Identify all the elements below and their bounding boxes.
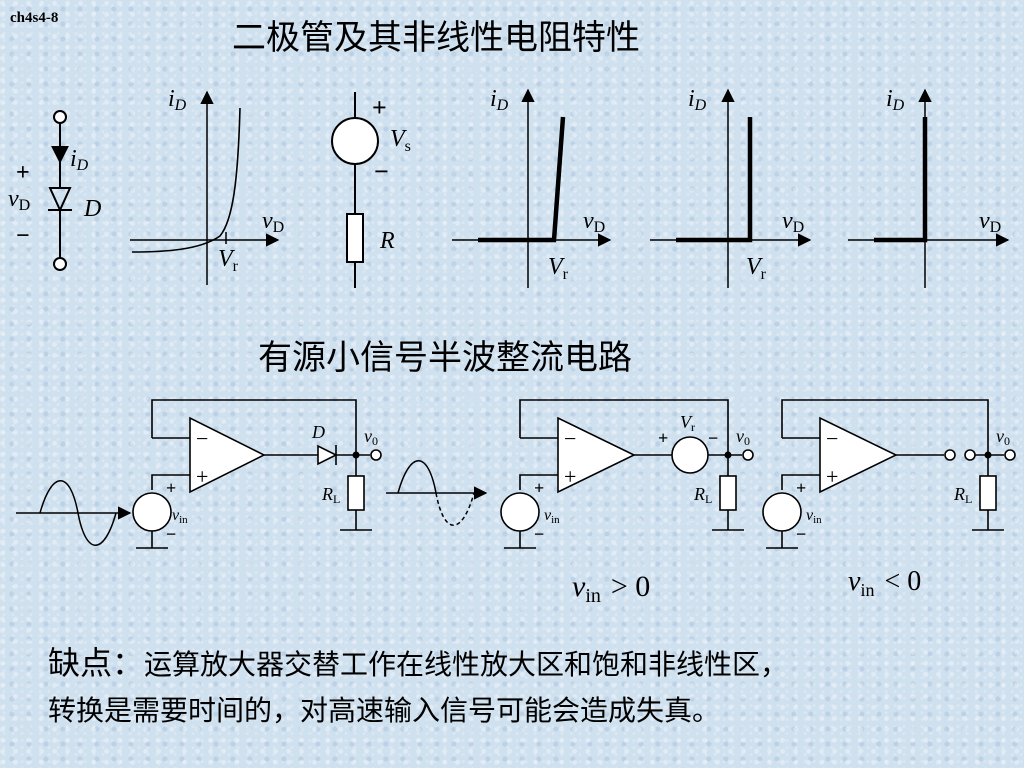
resistor-R xyxy=(346,213,364,263)
source-plus: + xyxy=(658,428,668,448)
iv-graph-offset-ideal: iD vD Vr xyxy=(650,86,812,288)
label-iD: iD xyxy=(70,146,89,174)
label-diode-D: D xyxy=(83,196,101,222)
minus-sign: − xyxy=(16,223,30,249)
opamp-plus: + xyxy=(826,464,838,489)
axis-label-iD: iD xyxy=(886,86,905,114)
opamp-minus: − xyxy=(564,426,576,451)
diode-symbol xyxy=(48,110,72,271)
label-vin: vin xyxy=(544,507,560,526)
axis-label-iD: iD xyxy=(688,86,707,114)
resistor-RL xyxy=(719,475,737,511)
opamp-plus: + xyxy=(196,464,208,489)
opamp-plus: + xyxy=(564,464,576,489)
drawback-note: 缺点：运算放大器交替工作在线性放大区和饱和非线性区， 转换是需要时间的，对高速输… xyxy=(48,640,1008,735)
source-resistor-model xyxy=(331,92,379,288)
opamp xyxy=(189,416,266,494)
resistor-RL xyxy=(979,475,997,511)
diode xyxy=(317,444,338,466)
source-minus: − xyxy=(708,428,718,448)
axis-label-vD: vD xyxy=(262,208,284,236)
label-vD: vD xyxy=(8,186,30,214)
label-Vr: Vr xyxy=(680,412,695,434)
label-RL: RL xyxy=(321,484,340,506)
label-v0: v0 xyxy=(996,426,1010,448)
terminal-bottom xyxy=(53,257,67,271)
circuit-2-vin-positive: − + Vr + − v0 RL + vin − xyxy=(500,399,754,549)
source-minus: − xyxy=(374,157,389,186)
slide-tag: ch4s4-8 xyxy=(10,10,59,26)
label-Vs: Vs xyxy=(390,126,411,155)
diode-triangle xyxy=(48,187,72,213)
condition-vin-positive: vin> 0 xyxy=(572,570,650,607)
source-plus: + xyxy=(166,478,176,498)
opamp xyxy=(819,416,898,494)
open-terminal xyxy=(944,449,956,461)
label-vin: vin xyxy=(172,507,188,526)
label-Vr: Vr xyxy=(746,254,767,283)
iv-piecewise-line xyxy=(478,116,566,243)
plus-sign: + xyxy=(16,160,30,186)
source-minus: − xyxy=(534,524,544,544)
iv-curve xyxy=(131,107,241,253)
iv-graph-ideal: iD vD xyxy=(848,86,1010,288)
resistor-RL xyxy=(347,475,365,511)
terminal-top xyxy=(53,110,67,124)
iv-piecewise-line xyxy=(874,117,928,243)
drawback-text-1: 运算放大器交替工作在线性放大区和饱和非线性区， xyxy=(144,650,789,681)
source-plus: + xyxy=(372,93,387,122)
iv-graph-exponential: iD vD Vr xyxy=(130,86,284,285)
source-plus: + xyxy=(534,478,544,498)
label-Vr: Vr xyxy=(218,246,239,275)
open-terminal xyxy=(964,449,976,461)
iv-graph-offset-slope: iD vD Vr xyxy=(452,86,612,288)
axis-label-iD: iD xyxy=(490,86,509,114)
source-minus: − xyxy=(796,524,806,544)
label-Vr: Vr xyxy=(548,254,569,283)
label-v0: v0 xyxy=(364,426,378,448)
opamp-minus: − xyxy=(196,426,208,451)
drawback-text-2: 转换是需要时间的，对高速输入信号可能会造成失真。 xyxy=(48,696,721,727)
opamp xyxy=(557,416,636,494)
label-R: R xyxy=(379,228,395,254)
voltage-source xyxy=(331,117,379,165)
drawback-heading: 缺点： xyxy=(48,645,145,681)
drawback-line-1: 缺点：运算放大器交替工作在线性放大区和饱和非线性区， xyxy=(48,640,1008,689)
axis-label-vD: vD xyxy=(583,208,605,236)
axis-label-iD: iD xyxy=(168,86,187,114)
iv-piecewise-line xyxy=(676,117,753,243)
title-diode-nonlinear: 二极管及其非线性电阻特性 xyxy=(232,20,640,57)
voltage-source-Vr xyxy=(671,436,709,474)
condition-vin-negative: vin< 0 xyxy=(848,566,921,600)
label-diode-D: D xyxy=(311,422,325,442)
source-plus: + xyxy=(796,478,806,498)
source-minus: − xyxy=(166,524,176,544)
axis-label-vD: vD xyxy=(782,208,804,236)
label-vin: vin xyxy=(806,507,822,526)
label-RL: RL xyxy=(693,484,712,506)
axis-label-vD: vD xyxy=(979,208,1001,236)
circuit-1-rectifier: − + D v0 RL + vin − xyxy=(132,399,382,549)
output-halfwave xyxy=(386,460,488,526)
title-rectifier: 有源小信号半波整流电路 xyxy=(258,340,632,377)
label-RL: RL xyxy=(953,484,972,506)
label-v0: v0 xyxy=(736,426,750,448)
circuit-3-vin-negative: − + v0 RL + vin − xyxy=(762,399,1016,549)
input-sine-wave xyxy=(16,480,132,546)
opamp-minus: − xyxy=(826,426,838,451)
